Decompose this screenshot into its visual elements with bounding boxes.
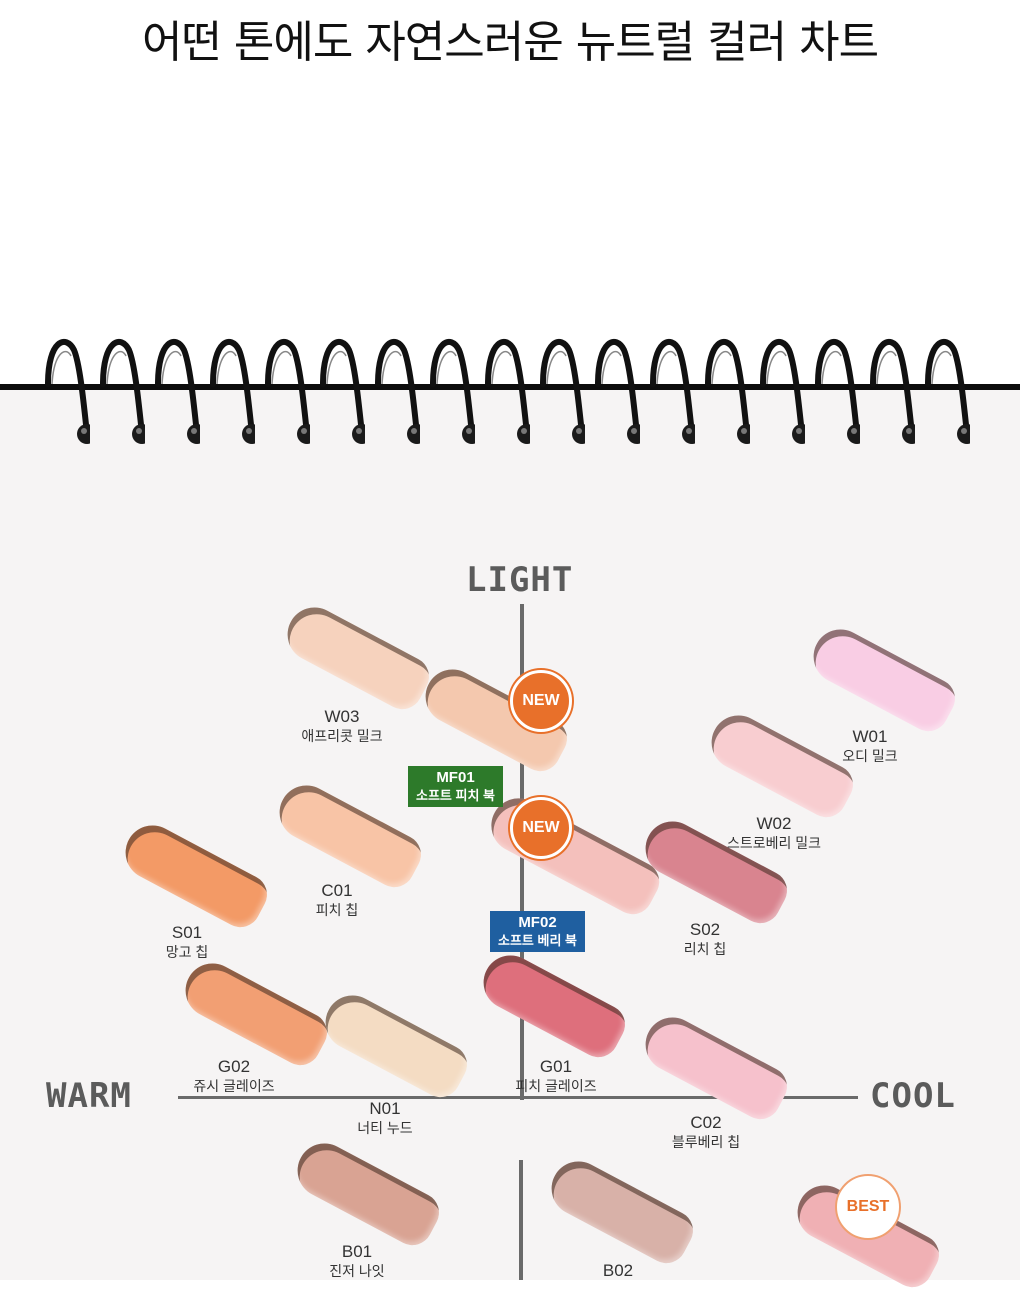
new-badge-mf01: NEW	[510, 670, 572, 732]
label-w02-name: 스트로베리 밀크	[726, 835, 822, 851]
spiral-ring	[869, 336, 922, 448]
spiral-ring	[704, 336, 757, 448]
tag-mf02-code: MF02	[518, 914, 557, 931]
page-title: 어떤 톤에도 자연스러운 뉴트럴 컬러 차트	[141, 17, 879, 68]
spiral-ring	[759, 336, 812, 448]
label-b01-name: 진저 나잇	[329, 1263, 385, 1279]
label-g01-code: G01	[539, 1057, 573, 1076]
label-b01: B01 진저 나잇	[287, 1242, 427, 1280]
spiral-ring	[99, 336, 152, 448]
spiral-ring	[484, 336, 537, 448]
label-w03-name: 애프리콧 밀크	[301, 728, 383, 744]
new-badge-mf02: NEW	[510, 797, 572, 859]
label-s01-code: S01	[171, 923, 203, 942]
spiral-ring	[44, 336, 97, 448]
label-w02: W02 스트로베리 밀크	[704, 814, 844, 852]
spiral-ring	[319, 336, 372, 448]
label-s01: S01 망고 칩	[117, 923, 257, 961]
label-n01: N01 너티 누드	[315, 1099, 455, 1137]
tag-mf02-name: 소프트 베리 북	[498, 933, 577, 948]
label-g01: G01 피치 글레이즈	[486, 1057, 626, 1095]
label-g02-code: G02	[217, 1057, 251, 1076]
axis-label-warm: WARM	[46, 1076, 132, 1116]
axis-label-light: LIGHT	[466, 560, 574, 600]
label-s02: S02 리치 칩	[635, 920, 775, 958]
label-w01-code: W01	[852, 727, 888, 746]
label-w01-name: 오디 밀크	[842, 748, 898, 764]
spiral-ring	[814, 336, 867, 448]
label-c02: C02 블루베리 칩	[636, 1113, 776, 1151]
spiral-ring	[154, 336, 207, 448]
tag-mf01-code: MF01	[436, 769, 475, 786]
spiral-ring	[539, 336, 592, 448]
label-s02-code: S02	[689, 920, 721, 939]
label-s02-name: 리치 칩	[683, 941, 727, 957]
tag-mf01-name: 소프트 피치 북	[416, 788, 495, 803]
label-b02-code: B02	[602, 1261, 634, 1280]
label-c01-name: 피치 칩	[315, 902, 359, 918]
label-c01-code: C01	[321, 881, 353, 900]
label-s01-name: 망고 칩	[165, 944, 209, 960]
spiral-ring	[594, 336, 647, 448]
label-w03-code: W03	[324, 707, 360, 726]
label-n01-name: 너티 누드	[357, 1120, 413, 1136]
label-w03: W03 애프리콧 밀크	[272, 707, 412, 745]
spiral-ring	[374, 336, 427, 448]
vertical-axis-lower	[519, 1160, 523, 1280]
label-w01: W01 오디 밀크	[800, 727, 940, 765]
horizontal-axis	[178, 1096, 858, 1099]
spiral-ring	[649, 336, 702, 448]
spiral-ring	[264, 336, 317, 448]
label-n01-code: N01	[369, 1099, 401, 1118]
label-g01-name: 피치 글레이즈	[515, 1078, 597, 1094]
notebook-top-edge	[0, 384, 1020, 390]
label-g02-name: 쥬시 글레이즈	[193, 1078, 275, 1094]
label-c01: C01 피치 칩	[267, 881, 407, 919]
label-w02-code: W02	[756, 814, 792, 833]
label-b01-code: B01	[341, 1242, 373, 1261]
label-c02-code: C02	[690, 1113, 722, 1132]
label-c02-name: 블루베리 칩	[671, 1134, 741, 1150]
spiral-ring	[924, 336, 977, 448]
spiral-ring	[209, 336, 262, 448]
tag-mf02: MF02 소프트 베리 북	[490, 911, 585, 952]
best-badge: BEST	[837, 1176, 899, 1238]
axis-label-cool: COOL	[870, 1076, 956, 1116]
tag-mf01: MF01 소프트 피치 북	[408, 766, 503, 807]
label-g02: G02 쥬시 글레이즈	[164, 1057, 304, 1095]
label-b02: B02	[548, 1261, 688, 1281]
spiral-ring	[429, 336, 482, 448]
